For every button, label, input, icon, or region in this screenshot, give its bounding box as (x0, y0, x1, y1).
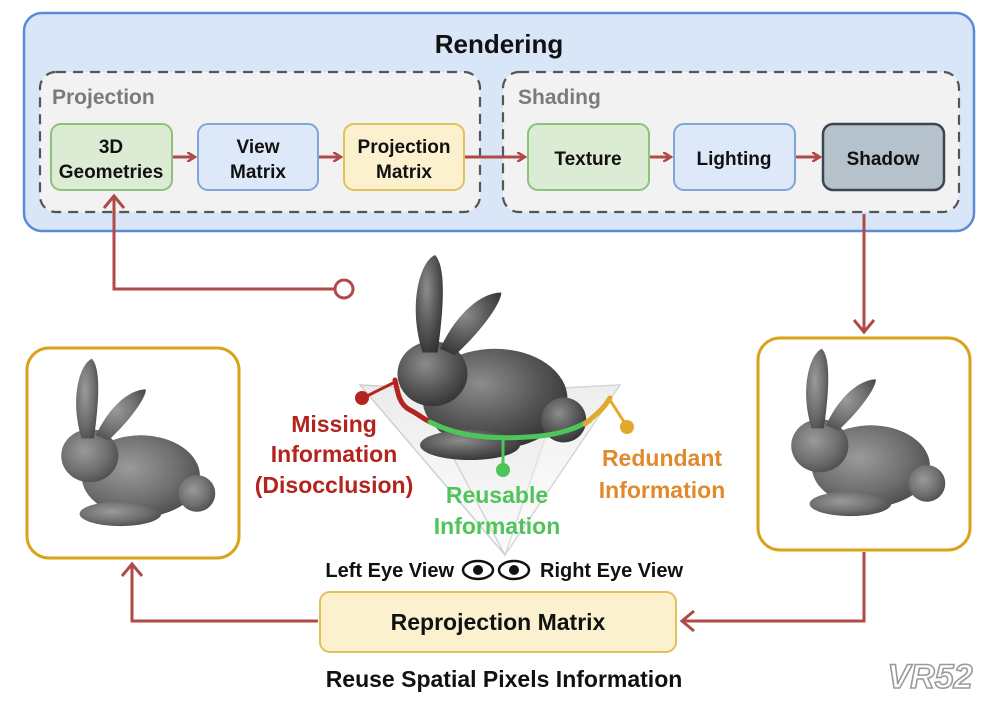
projection-label: Projection (52, 86, 155, 109)
node-3d-geometries-line2: Geometries (59, 162, 164, 183)
missing-label-line3: (Disocclusion) (255, 472, 413, 498)
node-3d-geometries[interactable] (50, 123, 173, 191)
shading-label: Shading (518, 86, 601, 109)
reusable-label-line1: Reusable (446, 482, 548, 508)
redundant-contour (582, 395, 613, 427)
node-projection-matrix-line1: Projection (358, 137, 451, 158)
reusable-contour (427, 417, 593, 441)
missing-contour (392, 377, 433, 425)
node-lighting[interactable] (673, 123, 796, 191)
missing-dot (355, 391, 369, 405)
missing-label-line1: Missing (291, 411, 377, 437)
arrow-right-view-to-reprojection (679, 552, 866, 633)
reusable-label-line2: Information (434, 513, 561, 539)
arrow-feedback-to-geometries (102, 193, 335, 291)
redundant-label-line2: Information (599, 477, 726, 503)
arrow-reprojection-to-left-view (120, 561, 318, 623)
redundant-dot (620, 420, 634, 434)
left-eye-label: Left Eye View (325, 560, 454, 582)
eye-icon (461, 559, 495, 581)
feedback-origin-circle (333, 278, 355, 300)
right-eye-label: Right Eye View (540, 560, 683, 582)
node-projection-matrix-line2: Matrix (376, 162, 432, 183)
node-projection-matrix[interactable] (343, 123, 465, 191)
node-view-matrix[interactable] (197, 123, 319, 191)
missing-label-line2: Information (271, 441, 398, 467)
rendering-title: Rendering (435, 29, 564, 59)
reprojection-label: Reprojection Matrix (391, 609, 606, 635)
watermark-logo: VR52 (887, 658, 972, 696)
eye-icon (497, 559, 531, 581)
node-3d-geometries-line1: 3D (99, 137, 123, 158)
node-shadow[interactable] (821, 122, 946, 192)
node-view-matrix-line1: View (237, 137, 280, 158)
node-reprojection-matrix[interactable] (319, 591, 677, 653)
node-lighting-label: Lighting (697, 149, 772, 170)
redundant-label-line1: Redundant (602, 445, 722, 471)
reprojection-caption: Reuse Spatial Pixels Information (326, 666, 683, 692)
redundant-leader (608, 399, 628, 426)
node-texture-label: Texture (554, 149, 621, 170)
reusable-dot (496, 463, 510, 477)
node-view-matrix-line2: Matrix (230, 162, 286, 183)
node-shadow-label: Shadow (847, 149, 920, 170)
node-texture[interactable] (527, 123, 650, 191)
